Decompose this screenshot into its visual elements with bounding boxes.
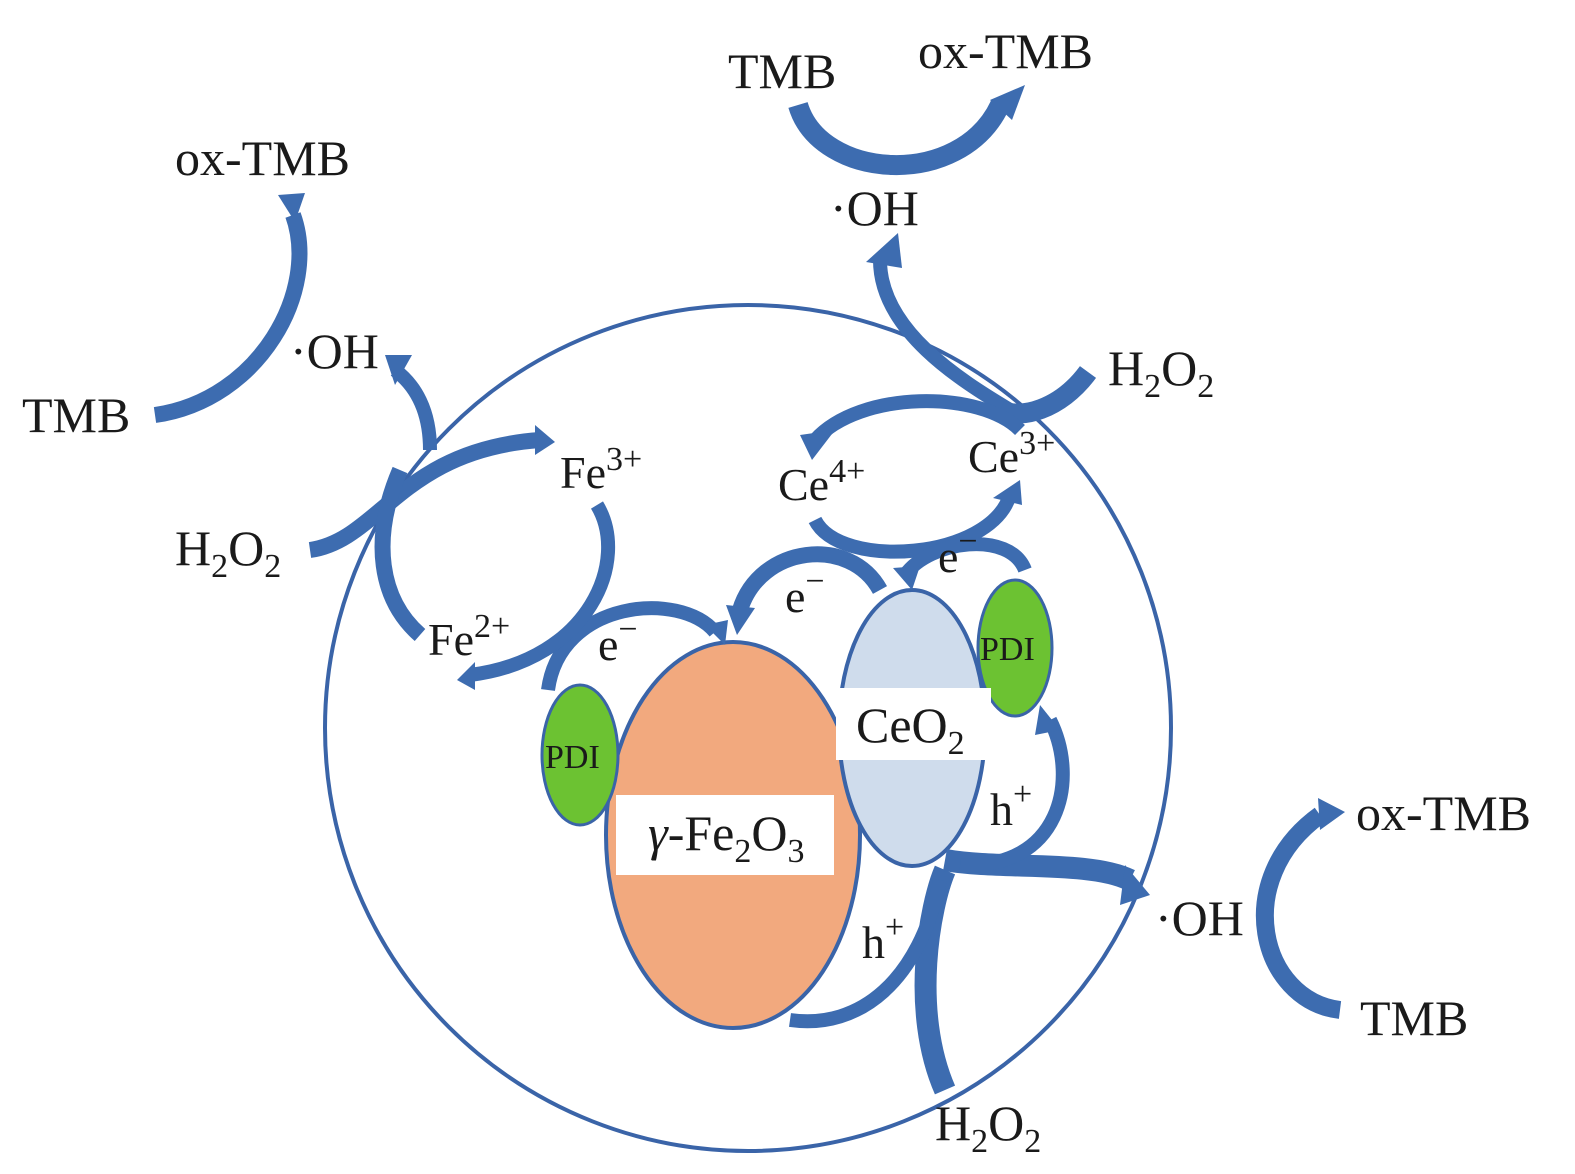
right-h2o2-label: H2O2 (1108, 340, 1214, 405)
arrow-ce3-to-ce4 (809, 394, 1025, 445)
top-tmb-label: TMB (728, 43, 836, 99)
e-mid-label: e− (785, 563, 825, 622)
ceo2-label: CeO2 (856, 697, 965, 762)
arrowhead-left-oh (385, 355, 412, 385)
arrow-h-lower (789, 878, 947, 1029)
h-lower-label: h+ (862, 909, 904, 968)
arrowhead-top-oh (866, 233, 902, 268)
arrowhead-ce4 (800, 430, 835, 460)
arrow-right-tmb-to-oxtmb (1255, 807, 1342, 1019)
fe2o3-label: γ-Fe2O3 (648, 805, 804, 870)
arrowhead-ce3 (993, 480, 1022, 505)
arrow-fe3-to-fe2 (469, 501, 616, 682)
pdi-right-label: PDI (980, 631, 1035, 668)
fe2-label: Fe2+ (428, 608, 510, 665)
right-tmb-label: TMB (1360, 990, 1468, 1046)
e-right-label: e− (938, 523, 978, 582)
arrowhead-fe2 (457, 662, 475, 690)
arrowhead-e-left (705, 620, 728, 645)
arrowhead-top-oxtmb (990, 85, 1025, 120)
ceo2-label-box (836, 688, 991, 760)
bottom-h2o2-label: H2O2 (935, 1095, 1041, 1160)
fe2o3-label-box (616, 795, 834, 875)
pdi-left-label: PDI (545, 739, 600, 776)
arrowhead-h-upper (1035, 705, 1060, 735)
arrowhead-e-right (893, 566, 920, 590)
pdi-left-particle (540, 683, 620, 827)
arrowhead-e-mid (726, 605, 755, 635)
top-ox-tmb-label: ox-TMB (918, 23, 1093, 79)
e-left-label: e− (598, 611, 638, 670)
left-ox-tmb-label: ox-TMB (175, 130, 350, 186)
arrowhead-fe3 (535, 425, 555, 455)
arrowhead-right-oxtmb (1318, 798, 1345, 830)
right-oh-label: ·OH (1155, 890, 1244, 946)
arrow-top-tmb-to-oxtmb (788, 100, 1010, 175)
arrow-left-oh (390, 364, 437, 451)
arrow-e-mid (732, 546, 888, 613)
arrow-h2o2-to-top-oh (873, 259, 1014, 417)
left-h2o2-label: H2O2 (175, 520, 281, 585)
arrow-e-right (899, 537, 1032, 580)
left-oh-label: ·OH (290, 323, 379, 379)
pdi-right-particle (976, 578, 1054, 718)
arrow-fe2-branch (374, 466, 426, 642)
arrow-ce4-to-ce3 (808, 492, 1017, 559)
arrow-right-h2o2 (995, 365, 1097, 424)
arrow-e-left (541, 601, 721, 692)
right-ox-tmb-label: ox-TMB (1356, 785, 1531, 841)
arrow-left-tmb-to-oxtmb (153, 212, 308, 423)
fe3-label: Fe3+ (560, 441, 642, 498)
left-tmb-label: TMB (22, 387, 130, 443)
arrows (153, 85, 1345, 1095)
h-upper-label: h+ (990, 776, 1032, 835)
top-oh-label: ·OH (830, 180, 919, 236)
ce3-label: Ce3+ (968, 425, 1055, 482)
arrowhead-left-oxtmb (278, 193, 305, 222)
ce4-label: Ce4+ (778, 453, 865, 510)
arrow-h-upper (959, 716, 1070, 873)
arrowhead-right-oh (1120, 865, 1150, 905)
outer-particle-circle (323, 303, 1173, 1153)
